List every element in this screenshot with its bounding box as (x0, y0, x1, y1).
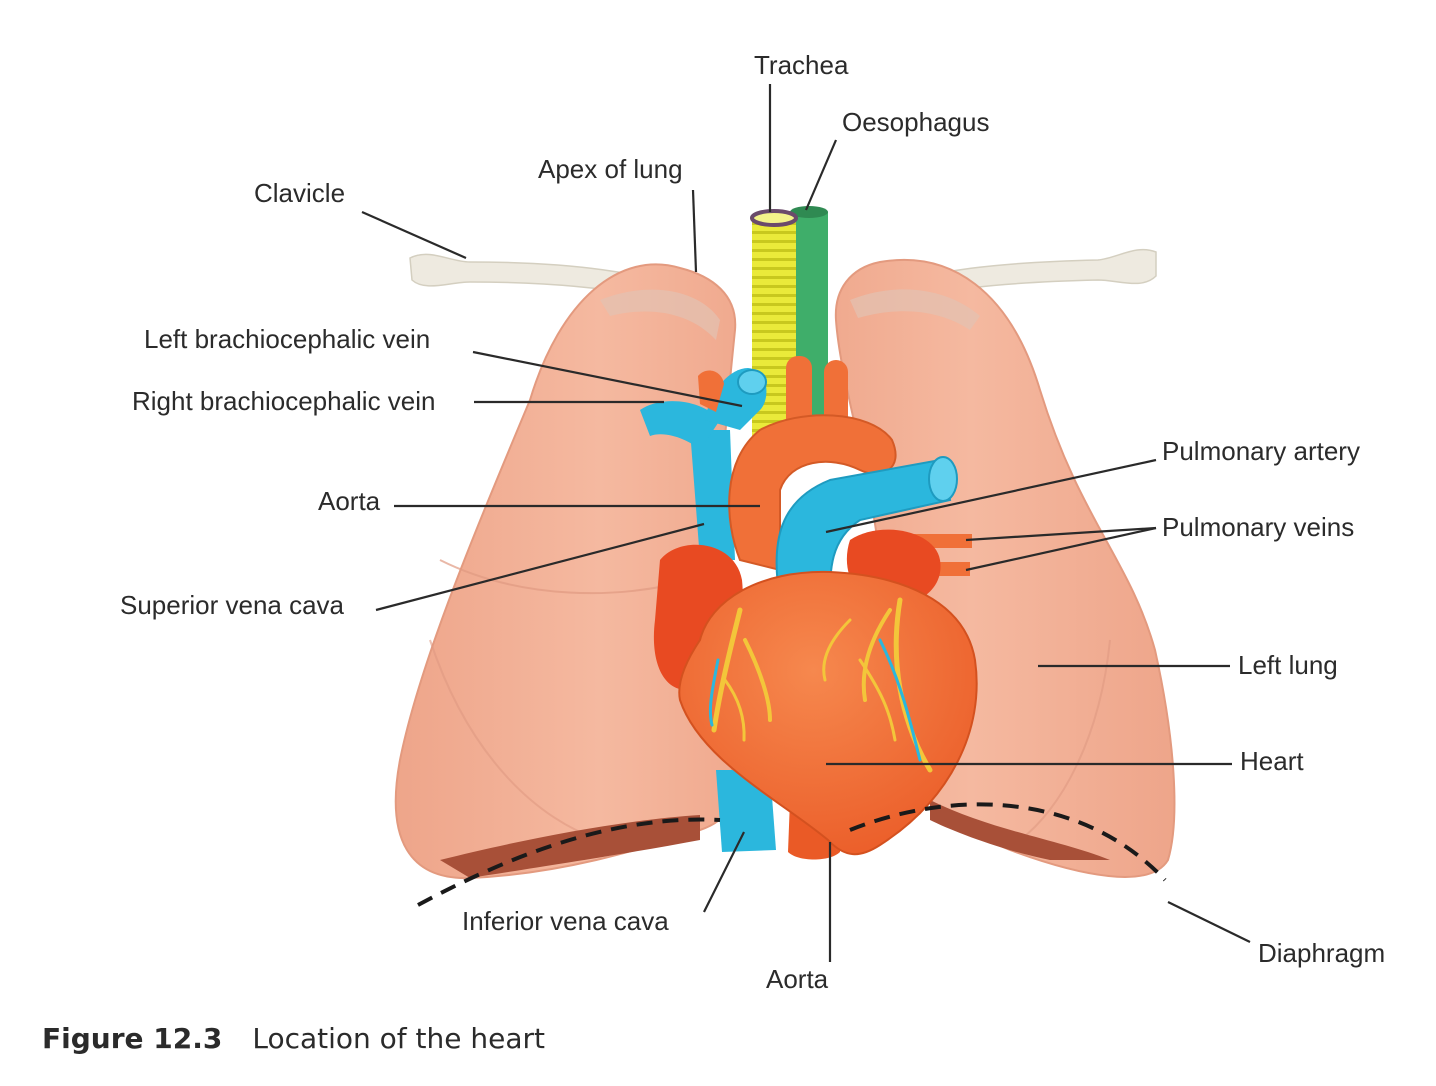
label-left-brachiocephalic-vein: Left brachiocephalic vein (144, 324, 430, 354)
label-heart: Heart (1240, 746, 1304, 776)
leader-svc (375, 522, 705, 612)
leader-diaphragm (1167, 901, 1251, 943)
label-trachea: Trachea (754, 50, 849, 80)
label-apex-of-lung: Apex of lung (538, 154, 683, 184)
leader-pulmonary-artery (825, 458, 1157, 534)
label-diaphragm: Diaphragm (1258, 938, 1385, 968)
aorta-arch (728, 414, 897, 572)
leader-apex (691, 189, 698, 273)
label-inferior-vena-cava: Inferior vena cava (462, 906, 669, 936)
leader-ivc (703, 831, 745, 913)
labels: Trachea Oesophagus Apex of lung Clavicle… (120, 50, 1385, 994)
leader-oesophagus (804, 139, 838, 211)
leader-lines (361, 84, 1251, 962)
figure-title: Location of the heart (252, 1022, 546, 1055)
label-left-lung: Left lung (1238, 650, 1338, 680)
label-aorta-upper: Aorta (318, 486, 381, 516)
leader-pulmonary-veins-2 (965, 526, 1157, 572)
label-oesophagus: Oesophagus (842, 107, 989, 137)
figure-caption: Figure 12.3 Location of the heart (42, 1022, 545, 1055)
label-clavicle: Clavicle (254, 178, 345, 208)
label-superior-vena-cava: Superior vena cava (120, 590, 345, 620)
label-aorta-lower: Aorta (766, 964, 829, 994)
heart (678, 570, 978, 856)
label-right-brachiocephalic-vein: Right brachiocephalic vein (132, 386, 436, 416)
superior-vena-cava (640, 368, 767, 560)
leader-left-brachio (472, 350, 743, 408)
figure-number: Figure 12.3 (42, 1022, 223, 1055)
label-pulmonary-veins: Pulmonary veins (1162, 512, 1354, 542)
label-pulmonary-artery: Pulmonary artery (1162, 436, 1360, 466)
leader-clavicle (361, 210, 467, 260)
leader-pulmonary-veins-1 (965, 526, 1157, 542)
diaphragm-line (417, 802, 1167, 907)
